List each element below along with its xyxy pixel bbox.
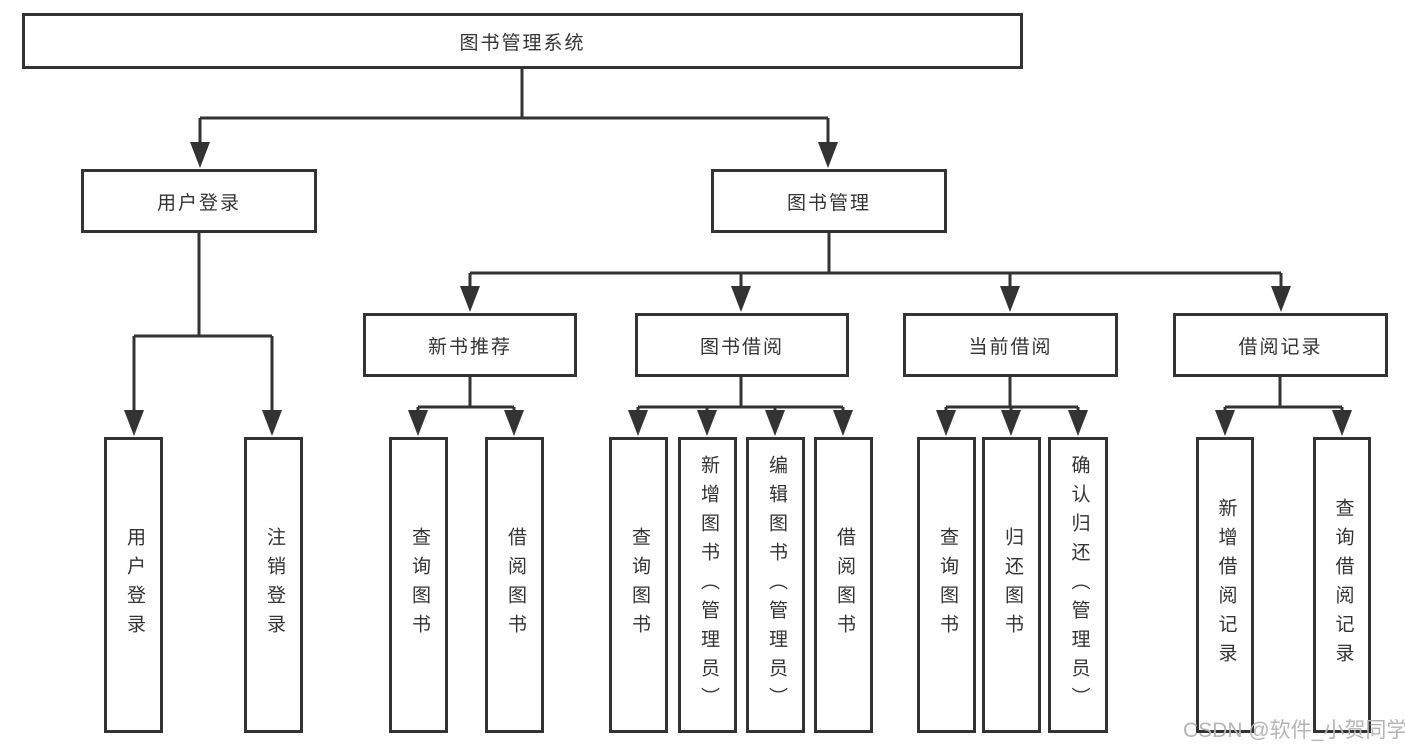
leaf-current-query-books: 查询图书: [917, 437, 976, 733]
leaf-logout-label: 注销登录: [263, 527, 285, 643]
node-borrowing-records: 借阅记录: [1173, 313, 1388, 377]
node-borrowing-records-label: 借阅记录: [1238, 336, 1323, 358]
leaf-current-query-books-label: 查询图书: [936, 527, 958, 643]
node-book-management: 图书管理: [711, 169, 947, 233]
leaf-recommend-borrow-books: 借阅图书: [485, 437, 544, 733]
leaf-borrowing-query-books-label: 查询图书: [628, 527, 650, 643]
node-user-login-label: 用户登录: [156, 192, 241, 214]
node-user-login: 用户登录: [81, 169, 317, 233]
node-book-borrowing: 图书借阅: [635, 313, 849, 377]
leaf-recommend-query-books: 查询图书: [389, 437, 448, 733]
leaf-current-return-books: 归还图书: [982, 437, 1041, 733]
node-current-borrowing-label: 当前借阅: [968, 336, 1053, 358]
leaf-borrowing-add-books-admin-label: 新增图书（管理员）: [697, 454, 719, 716]
node-book-management-label: 图书管理: [786, 192, 871, 214]
leaf-records-add-record: 新增借阅记录: [1196, 437, 1254, 733]
leaf-current-confirm-return-admin: 确认归还（管理员）: [1048, 437, 1108, 733]
leaf-borrowing-borrow-books: 借阅图书: [814, 437, 873, 733]
leaf-borrowing-borrow-books-label: 借阅图书: [833, 527, 855, 643]
node-system-root-label: 图书管理系统: [459, 32, 586, 54]
leaf-current-confirm-return-admin-label: 确认归还（管理员）: [1068, 454, 1090, 716]
leaf-user-login-label: 用户登录: [123, 527, 145, 643]
leaf-borrowing-edit-books-admin: 编辑图书（管理员）: [746, 437, 805, 733]
leaf-records-query-record: 查询借阅记录: [1313, 437, 1371, 733]
leaf-logout: 注销登录: [244, 437, 303, 733]
leaf-borrowing-edit-books-admin-label: 编辑图书（管理员）: [765, 454, 787, 716]
leaf-borrowing-query-books: 查询图书: [609, 437, 668, 733]
node-system-root: 图书管理系统: [22, 13, 1023, 69]
arrowheads: [124, 142, 1352, 436]
leaf-user-login: 用户登录: [104, 437, 163, 733]
node-book-borrowing-label: 图书借阅: [699, 336, 784, 358]
leaf-recommend-query-books-label: 查询图书: [408, 527, 430, 643]
node-new-book-recommend-label: 新书推荐: [427, 336, 512, 358]
leaf-recommend-borrow-books-label: 借阅图书: [504, 527, 526, 643]
leaf-borrowing-add-books-admin: 新增图书（管理员）: [678, 437, 737, 733]
node-new-book-recommend: 新书推荐: [363, 313, 577, 377]
leaf-current-return-books-label: 归还图书: [1001, 527, 1023, 643]
leaf-records-query-record-label: 查询借阅记录: [1332, 498, 1354, 672]
leaf-records-add-record-label: 新增借阅记录: [1215, 498, 1237, 672]
node-current-borrowing: 当前借阅: [903, 313, 1118, 377]
csdn-watermark: CSDN @软件_小贺同学: [1183, 719, 1405, 742]
